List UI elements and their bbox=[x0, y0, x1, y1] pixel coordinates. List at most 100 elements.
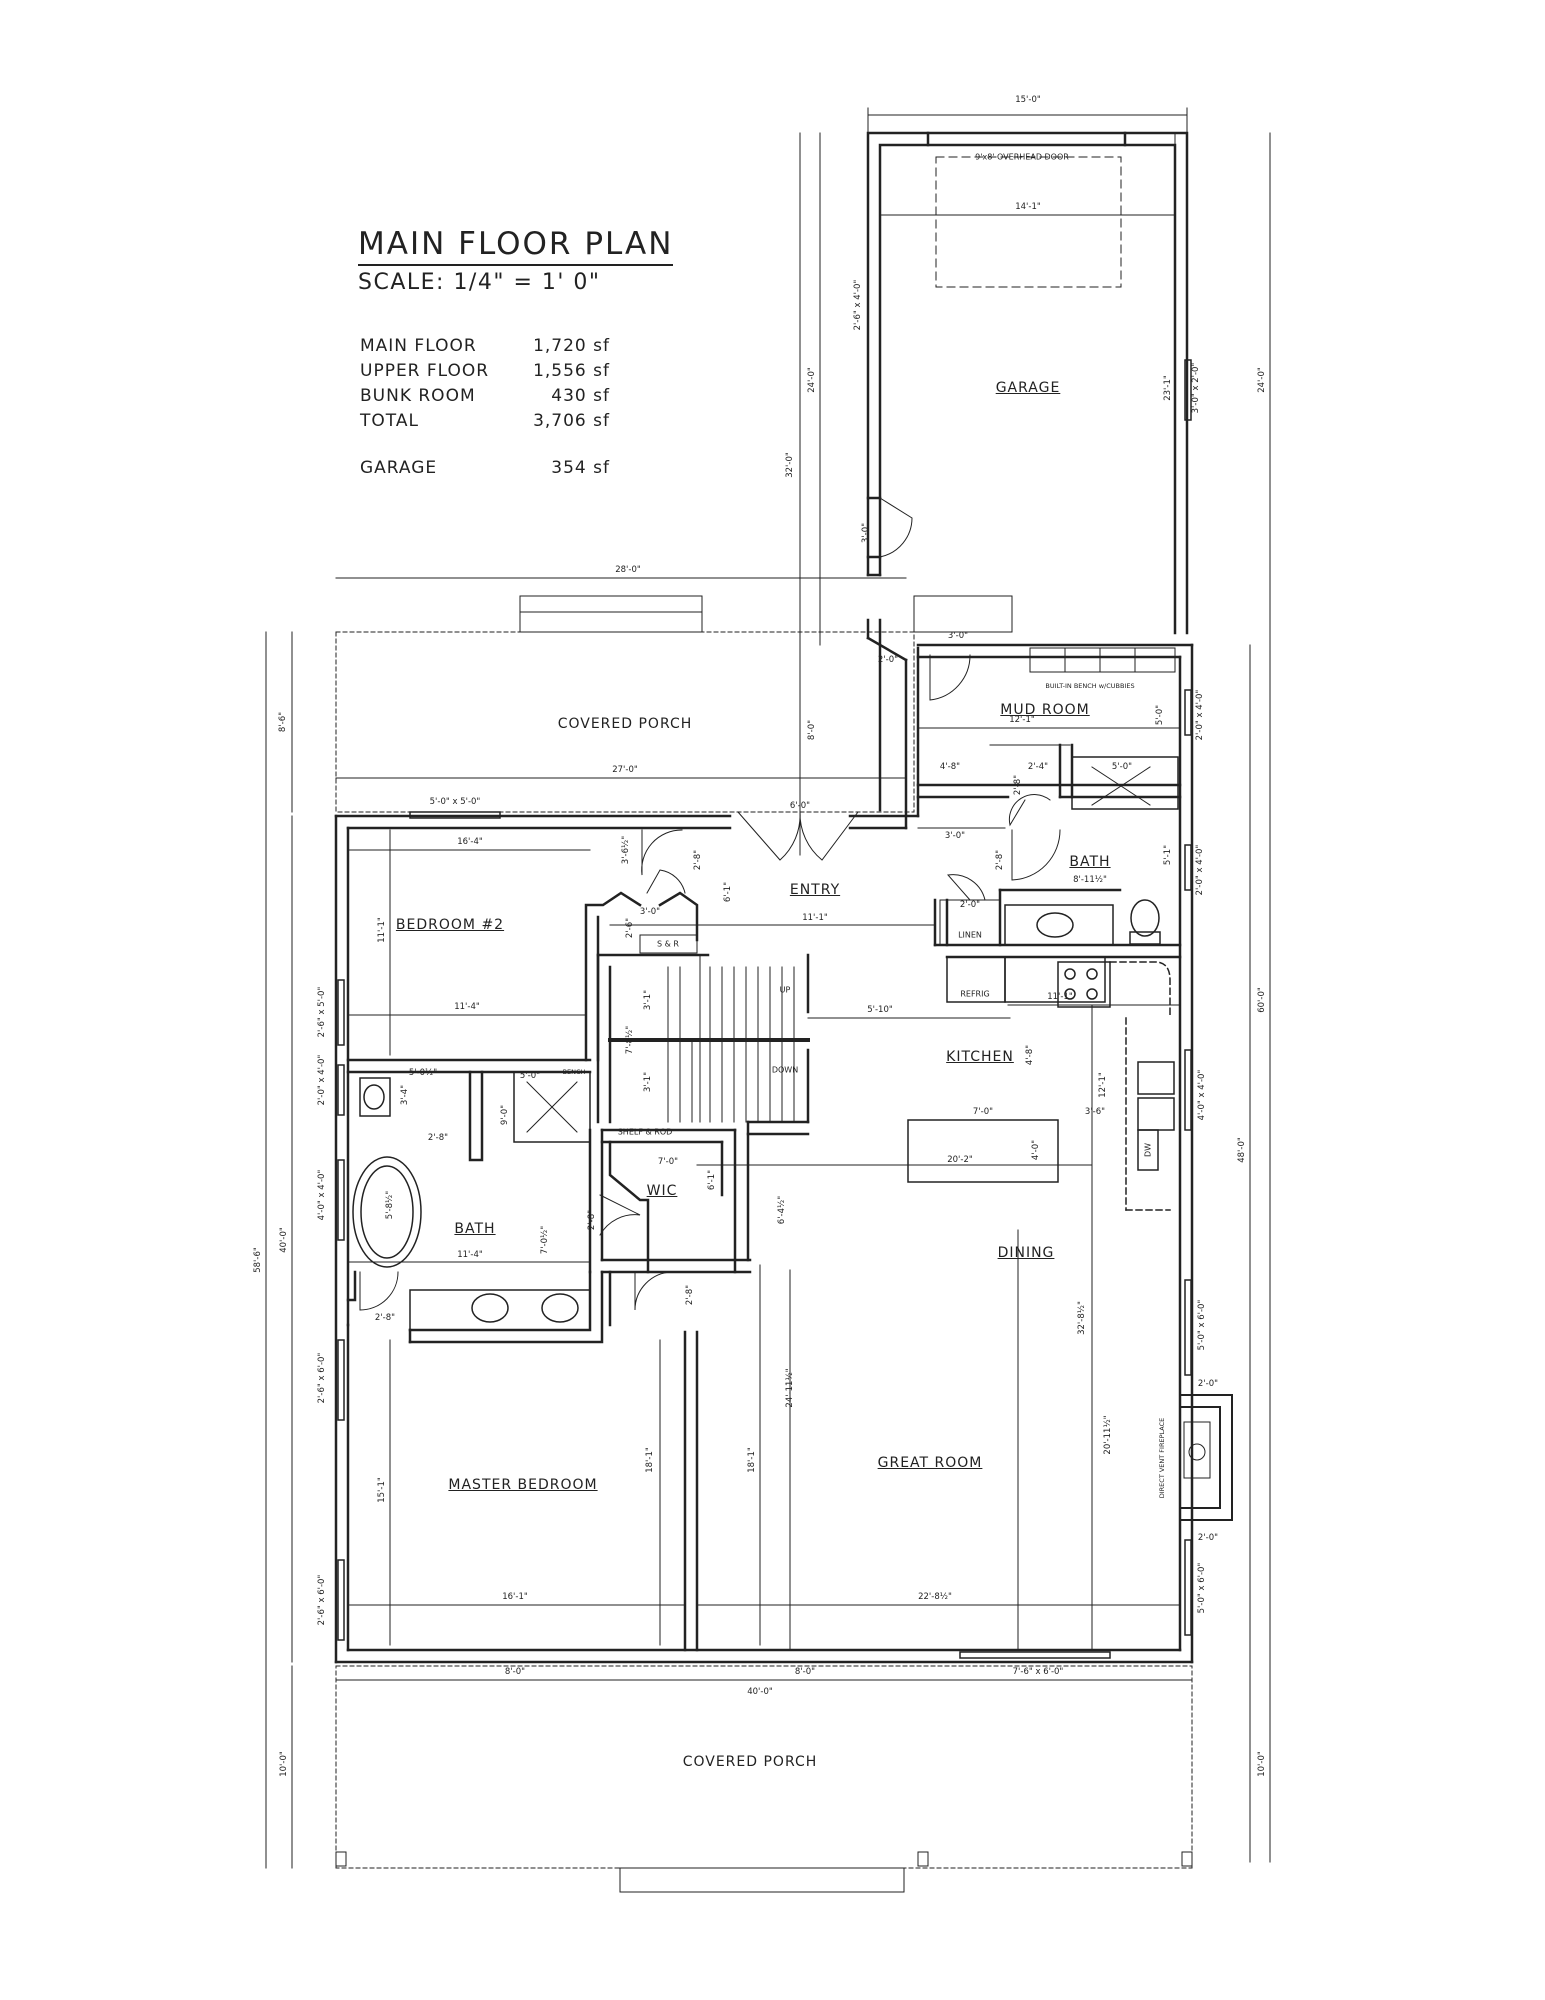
dim-bottom-width: 40'-0" bbox=[747, 1687, 773, 1697]
dimension-lines bbox=[265, 107, 1271, 1869]
room-label-entry: ENTRY bbox=[789, 882, 841, 898]
dim-bath-b: 9'-0" bbox=[500, 1104, 510, 1126]
dim-master-depth: 15'-1" bbox=[377, 1477, 387, 1503]
dim-entry-depth: 6'-1" bbox=[723, 881, 733, 903]
dim-fireplace-a: 2'-0" bbox=[1197, 1379, 1219, 1389]
area-row: UPPER FLOOR 1,556 sf bbox=[360, 361, 610, 386]
dim-bottom-b: 8'-0" bbox=[794, 1667, 816, 1677]
note-bench: BENCH bbox=[562, 1068, 586, 1076]
dim-stair-b: 7'-8½" bbox=[625, 1025, 635, 1055]
dim-bath-a: 3'-4" bbox=[400, 1084, 410, 1106]
dim-entry-closet: 2'-8" bbox=[693, 849, 703, 871]
dim-bath-top: 5'-0½" bbox=[408, 1068, 438, 1078]
dim-bottom-c: 7'-6" x 6'-0" bbox=[1012, 1667, 1064, 1677]
dim-garage-side-door: 3'-0" x 2'-0" bbox=[1191, 362, 1201, 414]
dim-master-left-a: 40'-0" bbox=[279, 1227, 289, 1253]
dim-bath-top-b: 5'-0" bbox=[519, 1071, 541, 1081]
label-stair-down: DOWN bbox=[771, 1065, 799, 1075]
room-label-mud-room: MUD ROOM bbox=[1000, 702, 1090, 718]
dim-overall-right-a: 60'-0" bbox=[1257, 987, 1267, 1013]
dim-mud-door: 3'-0" bbox=[947, 631, 969, 641]
dim-mud-width: 12'-1" bbox=[1009, 715, 1035, 725]
dim-bed2-width: 16'-4" bbox=[457, 837, 483, 847]
dim-great-depth-b: 18'-1" bbox=[747, 1447, 757, 1473]
room-label-master-bedroom: MASTER BEDROOM bbox=[448, 1477, 598, 1493]
area-row-garage: GARAGE 354 sf bbox=[360, 458, 610, 483]
dim-fireplace-window-a: 5'-0" x 6'-0" bbox=[1197, 1299, 1207, 1351]
dim-bed2-width-b: 11'-4" bbox=[454, 1002, 480, 1012]
room-label-dining: DINING bbox=[997, 1245, 1055, 1261]
dim-fireplace-window-b: 5'-0" x 6'-0" bbox=[1197, 1562, 1207, 1614]
dim-bath-d: 7'-0½" bbox=[540, 1225, 550, 1255]
dim-bath-width: 8'-11½" bbox=[1073, 875, 1107, 885]
dim-overall-left-upper: 32'-0" bbox=[785, 452, 795, 478]
area-label: GARAGE bbox=[360, 458, 438, 478]
title-block: MAIN FLOOR PLAN SCALE: 1/4" = 1' 0" bbox=[358, 226, 718, 295]
dim-great-right: 20'-11½" bbox=[1103, 1415, 1113, 1455]
porch-bottom bbox=[335, 1665, 1193, 1893]
dim-bottom-a: 8'-0" bbox=[504, 1667, 526, 1677]
dim-kitchen-c: 2'-8" bbox=[995, 849, 1005, 871]
area-value: 430 sf bbox=[551, 386, 610, 406]
dim-garage-man-door: 3'-0" bbox=[861, 522, 871, 544]
dim-bath-door: 3'-0" bbox=[944, 831, 966, 841]
note-s-and-r: S & R bbox=[657, 939, 679, 949]
room-label-great-room: GREAT ROOM bbox=[877, 1455, 983, 1471]
dim-master-window-d: 2'-6" x 6'-0" bbox=[317, 1574, 327, 1626]
dim-kitchen-depth: 4'-8" bbox=[1025, 1044, 1035, 1066]
room-label-bath-master: BATH bbox=[454, 1221, 496, 1237]
dim-bath-depth: 5'-1" bbox=[1163, 844, 1173, 866]
room-label-bath-upper: BATH bbox=[1069, 854, 1111, 870]
dim-closet-c: 2'-6" bbox=[625, 917, 635, 939]
dim-overall-left: 58'-6" bbox=[253, 1247, 263, 1273]
bath-fixtures bbox=[352, 899, 1161, 1331]
dim-garage-window: 2'-6" x 4'-0" bbox=[853, 279, 863, 331]
fireplace bbox=[1179, 1394, 1233, 1521]
dim-closet-b: 3'-0" bbox=[639, 907, 661, 917]
dim-linen-door: 2'-0" bbox=[959, 900, 981, 910]
dim-bath-width-m: 11'-4" bbox=[457, 1250, 483, 1260]
dim-master-depth-b: 18'-1" bbox=[645, 1447, 655, 1473]
dim-garage-depth-inner: 23'-1" bbox=[1163, 375, 1173, 401]
dim-porch-inner-depth: 8'-0" bbox=[807, 719, 817, 741]
note-overhead-door: 9'x8' OVERHEAD DOOR bbox=[975, 152, 1069, 162]
dim-entry-door-width: 6'-0" bbox=[789, 801, 811, 811]
dim-bath-e: 2'-8" bbox=[587, 1209, 597, 1231]
plan-title: MAIN FLOOR PLAN bbox=[358, 226, 674, 266]
dim-kitchen-window: 4'-0" x 4'-0" bbox=[1197, 1069, 1207, 1121]
dim-bath-side: 2'-8" bbox=[1013, 774, 1023, 796]
dim-porch-bottom-left: 10'-0" bbox=[279, 1751, 289, 1777]
dim-porch-inner-width: 27'-0" bbox=[612, 765, 638, 775]
dim-kitchen-right: 12'-1" bbox=[1098, 1072, 1108, 1098]
dim-bed2-depth: 11'-1" bbox=[377, 917, 387, 943]
dim-mud-depth: 5'-0" bbox=[1155, 704, 1165, 726]
dim-garage-depth-left: 24'-0" bbox=[807, 367, 817, 393]
dim-bath-window: 2'-0" x 4'-0" bbox=[1195, 844, 1205, 896]
room-label-wic: WIC bbox=[646, 1183, 678, 1199]
area-label: UPPER FLOOR bbox=[360, 361, 490, 381]
label-linen: LINEN bbox=[958, 930, 982, 940]
dim-porch-depth-top: 8'-6" bbox=[278, 711, 288, 733]
label-refrig: REFRIG bbox=[960, 989, 990, 999]
note-built-in-bench: BUILT-IN BENCH w/CUBBIES bbox=[1045, 682, 1135, 690]
dim-master-window-a: 2'-0" x 4'-0" bbox=[317, 1054, 327, 1106]
dim-master-window-c: 2'-6" x 6'-0" bbox=[317, 1352, 327, 1404]
dim-bath-24: 2'-4" bbox=[1027, 762, 1049, 772]
dim-overall-right-b: 48'-0" bbox=[1237, 1137, 1247, 1163]
dim-bath-c: 2'-8" bbox=[427, 1133, 449, 1143]
dim-garage-width: 15'-0" bbox=[1015, 95, 1041, 105]
main-house-walls bbox=[334, 636, 1194, 1664]
dim-dining-width: 20'-2" bbox=[947, 1155, 973, 1165]
area-value: 1,556 sf bbox=[533, 361, 610, 381]
dim-entry-width: 11'-1" bbox=[802, 913, 828, 923]
dim-closet-a: 3'-6½" bbox=[621, 835, 631, 865]
dim-hall-width: 5'-10" bbox=[867, 1005, 893, 1015]
area-value: 354 sf bbox=[551, 458, 610, 478]
dim-stair-a: 3'-1" bbox=[643, 989, 653, 1011]
room-label-bedroom-2: BEDROOM #2 bbox=[395, 917, 505, 933]
dim-kitchen-width: 11'-1" bbox=[1047, 992, 1073, 1002]
